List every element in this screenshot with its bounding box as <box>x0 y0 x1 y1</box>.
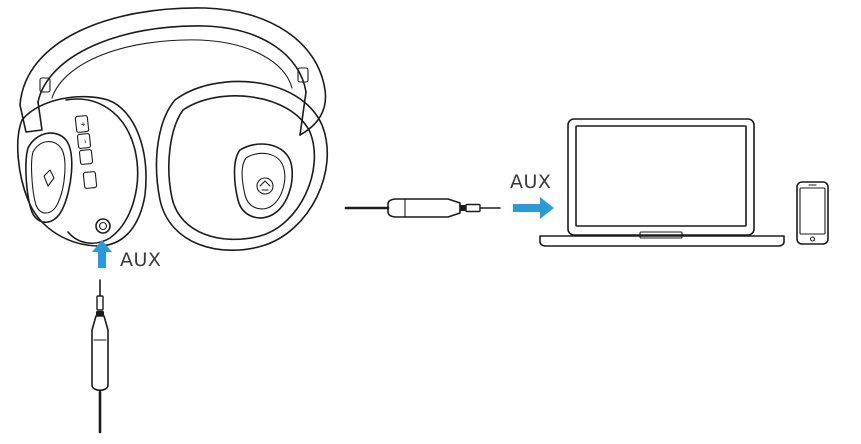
logo-icon <box>256 177 274 195</box>
headphones-icon: + − <box>16 7 328 252</box>
laptop-icon <box>539 118 785 247</box>
audio-jack-icon <box>344 198 501 218</box>
svg-text:−: − <box>82 138 89 144</box>
aux-label-laptop: AUX <box>510 171 551 193</box>
arrow-right-icon <box>513 197 554 219</box>
smartphone-icon <box>796 181 829 245</box>
aux-port <box>95 218 111 234</box>
control-buttons: + − <box>74 115 98 189</box>
arrow-up-icon <box>92 240 112 268</box>
aux-label-headphone: AUX <box>120 249 161 271</box>
logo-icon <box>43 169 55 187</box>
audio-jack-icon <box>91 279 109 434</box>
svg-text:+: + <box>80 121 87 127</box>
